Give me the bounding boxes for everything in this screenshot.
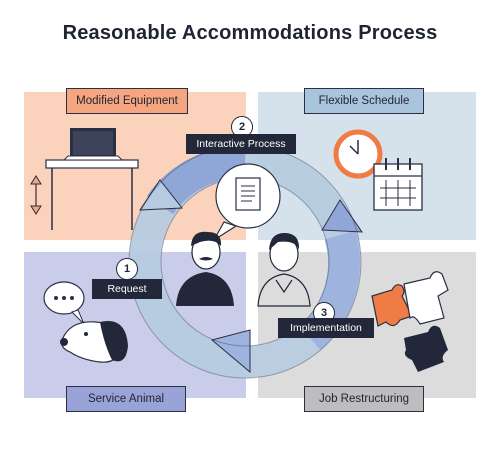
speech-bubble-icon <box>43 281 85 325</box>
desk-icon <box>45 159 139 230</box>
step-label-implementation: Implementation <box>278 318 374 338</box>
label-modified-equipment: Modified Equipment <box>66 88 188 114</box>
laptop-icon <box>62 128 124 161</box>
calendar-icon <box>373 158 423 211</box>
dog-icon <box>60 321 128 363</box>
label-service-animal: Service Animal <box>66 386 186 412</box>
clock-icon <box>333 129 383 179</box>
height-adjust-icon <box>30 175 42 215</box>
page-title: Reasonable Accommodations Process <box>62 22 438 44</box>
puzzle-icon <box>371 271 449 372</box>
step-number-1: 1 <box>116 258 138 280</box>
person-icon <box>257 232 311 307</box>
step-label-interactive-process: Interactive Process <box>186 134 296 154</box>
document-icon <box>213 163 281 241</box>
person-icon <box>176 231 234 306</box>
step-label-request: Request <box>92 279 162 299</box>
label-job-restructuring: Job Restructuring <box>304 386 424 412</box>
label-flexible-schedule: Flexible Schedule <box>304 88 424 114</box>
cycle-arrows <box>128 145 363 379</box>
